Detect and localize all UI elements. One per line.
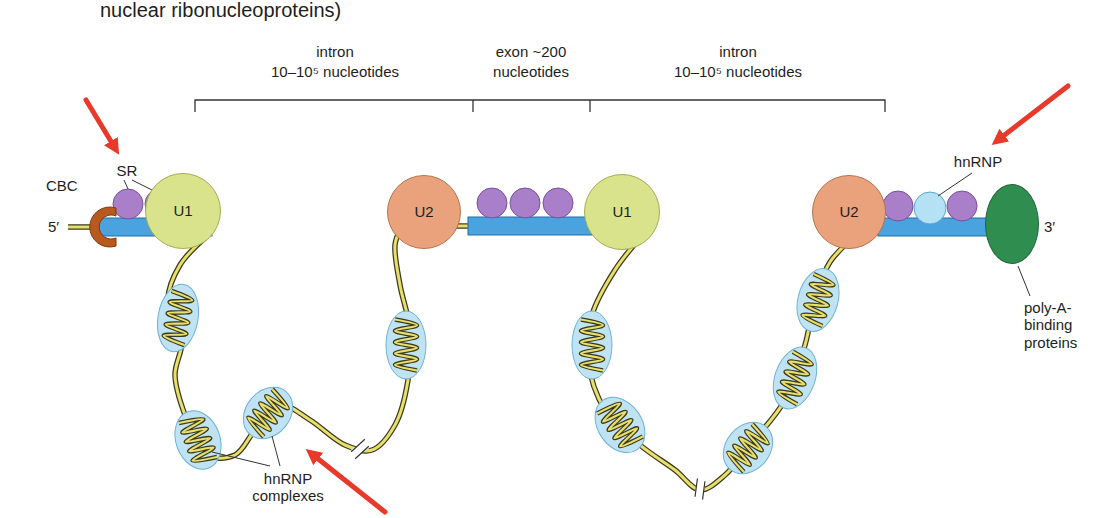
protein-label: SR — [117, 162, 138, 179]
rna-coil — [245, 389, 291, 437]
sr-protein — [883, 191, 913, 221]
sr-protein — [113, 189, 143, 219]
hnrnp-complex — [233, 377, 303, 448]
red-arrows — [86, 86, 1068, 512]
rna-coil — [395, 320, 417, 371]
hnrnp-blob — [713, 412, 783, 483]
hnrnp-blob — [790, 264, 845, 336]
region-label: intron — [719, 43, 757, 60]
break-line — [691, 478, 708, 499]
rna-coil-edge — [597, 400, 643, 451]
length-label: nucleotides — [493, 63, 569, 80]
rna-coil — [597, 400, 643, 451]
leader-line — [212, 452, 270, 466]
brackets — [195, 100, 885, 112]
u1-snrnp: U1 — [584, 174, 660, 250]
rna-coil-edge — [179, 415, 217, 466]
rna-coil-edge — [163, 291, 194, 345]
rna-coil-edge — [395, 320, 417, 371]
end-label: 5′ — [48, 218, 59, 235]
hnrnp-complex — [765, 341, 824, 415]
rna-coil — [801, 274, 835, 326]
node-label: poly-A- binding proteins — [1024, 299, 1099, 351]
red-arrow — [998, 86, 1068, 140]
rna-coil-edge — [581, 320, 603, 371]
bracket-tick — [472, 100, 473, 112]
break-line — [349, 439, 371, 458]
sr-protein — [543, 188, 573, 218]
bracket-line — [195, 100, 885, 112]
hnrnp-complex — [572, 311, 612, 379]
rna-coil-edge — [245, 389, 291, 437]
rna-coil — [163, 291, 194, 345]
region-label: exon ~200 — [496, 43, 566, 60]
rna-coil — [179, 415, 217, 466]
bracket-tick — [589, 100, 590, 112]
hnrnp-blob — [585, 388, 655, 462]
hnrnp-complex — [386, 311, 426, 379]
exon-bar — [468, 217, 592, 235]
protein-label: hnRNP — [954, 153, 1002, 170]
sr-protein — [477, 188, 507, 218]
complex-label: hnRNP complexes — [242, 470, 334, 505]
hnrnp-blob — [765, 341, 824, 415]
leader-lines — [124, 173, 1030, 466]
sr-protein — [947, 191, 977, 221]
break-mark — [691, 478, 708, 499]
u1-snrnp: U1 — [145, 173, 221, 249]
node-label: U1 — [612, 203, 631, 220]
node-label: CBC — [46, 177, 78, 194]
rna-coil — [776, 352, 813, 405]
cap-crescent — [86, 205, 126, 249]
leader-line — [272, 436, 280, 466]
u2-snrnp: U2 — [387, 175, 461, 249]
leader-line — [124, 180, 128, 189]
hnrnp-complex — [790, 264, 845, 336]
rna-strands — [68, 226, 1036, 500]
cap-shape — [90, 207, 116, 247]
leader-line — [1018, 266, 1030, 296]
hnrnp-blob — [386, 311, 426, 379]
rna-coil-edge — [725, 424, 771, 472]
rna-coil — [581, 320, 603, 371]
hnrnp-blob — [167, 404, 229, 475]
cap-binding-complex: CBC — [86, 205, 126, 249]
red-arrow — [86, 100, 115, 148]
heading-fragment: nuclear ribonucleoproteins) — [100, 0, 341, 22]
hnrnp-protein — [914, 192, 946, 224]
node-label: U1 — [173, 202, 192, 219]
rna-coil-edge — [801, 274, 835, 326]
hnrnp-complex — [167, 404, 229, 475]
rna-coil — [725, 424, 771, 472]
sr-protein — [510, 188, 540, 218]
region-label: intron — [316, 43, 354, 60]
length-label: 10–10⁵ nucleotides — [271, 63, 399, 80]
node-label: U2 — [414, 203, 433, 220]
hnrnp-complex — [152, 281, 203, 355]
break-mark — [349, 439, 371, 458]
rna-coil-edge — [776, 352, 813, 405]
hnrnp-complex — [585, 388, 655, 462]
node-label: U2 — [839, 203, 858, 220]
hnrnp-complex — [713, 412, 783, 483]
leader-line — [938, 173, 972, 196]
u2-snrnp: U2 — [812, 175, 886, 249]
poly-a-binding-protein: poly-A- binding proteins — [985, 184, 1039, 264]
end-label: 3′ — [1044, 218, 1055, 235]
hnrnp-blob — [152, 281, 203, 355]
length-label: 10–10⁵ nucleotides — [674, 63, 802, 80]
hnrnp-blob — [572, 311, 612, 379]
hnrnp-blob — [233, 377, 303, 448]
